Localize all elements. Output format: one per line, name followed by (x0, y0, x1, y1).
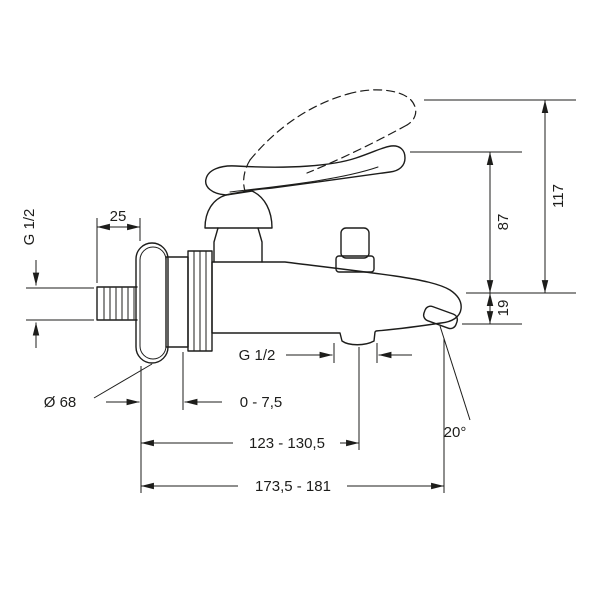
label-reach-mid: 123 - 130,5 (249, 435, 325, 452)
leader-escutcheon-diameter (93, 363, 153, 399)
label-aerator-angle: 20° (444, 424, 467, 441)
dimension-lines (32, 100, 549, 490)
dimension-labels: G 1/2 25 117 87 19 G 1/2 Ø 68 0 - 7,5 12… (21, 184, 567, 495)
handle-base (204, 190, 273, 229)
label-height-spout: 87 (495, 214, 512, 231)
escutcheon (135, 242, 169, 364)
nut-ribs (193, 250, 207, 352)
cartridge-neck (213, 227, 263, 263)
label-height-total: 117 (550, 184, 567, 208)
diverter-collar (335, 255, 375, 273)
witness-lines (26, 99, 576, 493)
aerator (422, 305, 459, 330)
lever-raised-phantom (243, 89, 417, 192)
inlet-nipple (96, 286, 138, 321)
leader-aerator-angle (439, 325, 471, 421)
diverter-knob (340, 227, 370, 259)
label-reach-total: 173,5 - 181 (255, 478, 331, 495)
faucet-outline (96, 145, 462, 364)
label-adjust-range: 0 - 7,5 (240, 394, 283, 411)
label-thread-left: G 1/2 (21, 209, 38, 246)
label-drop-aerator: 19 (495, 300, 512, 317)
lever-handle (205, 145, 406, 196)
body-and-spout (211, 261, 462, 346)
lever-contour (229, 166, 379, 193)
label-thread-bottom: G 1/2 (239, 347, 276, 364)
label-wall-offset: 25 (110, 208, 127, 225)
label-escutcheon-diameter: Ø 68 (44, 394, 77, 411)
thread-lines (103, 287, 135, 320)
